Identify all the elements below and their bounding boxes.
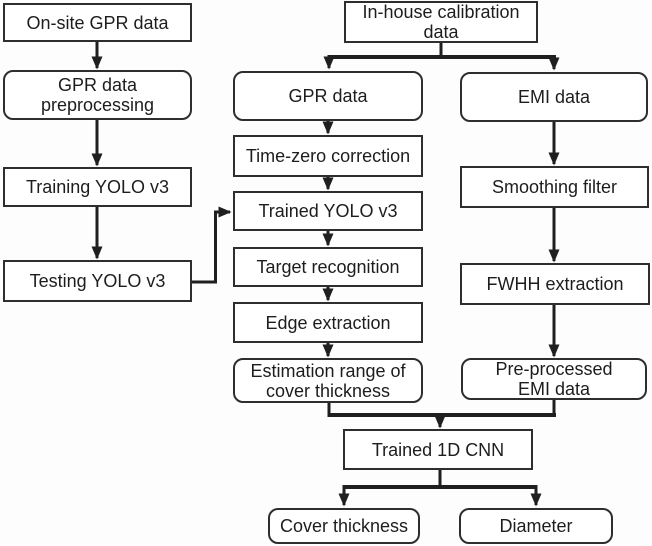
node-smoothing-filter: Smoothing filter [460, 166, 649, 208]
node-label: GPR data [57, 75, 138, 95]
node-label: GPR data [288, 86, 368, 106]
node-label: preprocessing [40, 95, 155, 115]
node-emi-data: EMI data [460, 72, 648, 122]
node-edge-extraction: Edge extraction [233, 302, 423, 343]
node-label: Cover thickness [279, 516, 409, 536]
node-gpr-data: GPR data [233, 71, 423, 121]
node-onsite-gpr-data: On-site GPR data [3, 3, 192, 42]
node-gpr-data-preprocessing: GPR data preprocessing [3, 70, 192, 120]
node-trained-1d-cnn: Trained 1D CNN [343, 429, 533, 470]
arrow-testing-to-trained-yolo [192, 206, 232, 284]
node-label: Estimation range of [250, 360, 406, 381]
node-preprocessed-emi-data: Pre-processed EMI data [461, 358, 647, 400]
node-fwhh-extraction: FWHH extraction [460, 263, 650, 305]
node-label: Trained 1D CNN [371, 439, 505, 460]
node-label: On-site GPR data [26, 12, 169, 33]
node-label: EMI data [517, 379, 591, 399]
node-time-zero-correction: Time-zero correction [233, 135, 423, 177]
node-inhouse-calibration-data: In-house calibration data [344, 1, 538, 43]
node-label: Training YOLO v3 [25, 177, 170, 197]
node-cover-thickness: Cover thickness [268, 508, 420, 544]
node-testing-yolo-v3: Testing YOLO v3 [3, 260, 192, 302]
node-label: Smoothing filter [491, 177, 618, 197]
node-label: Pre-processed [495, 359, 613, 379]
node-label: Diameter [499, 516, 573, 536]
node-target-recognition: Target recognition [233, 247, 423, 287]
node-label: Testing YOLO v3 [29, 271, 166, 291]
node-label: EMI data [517, 87, 591, 107]
node-training-yolo-v3: Training YOLO v3 [3, 167, 192, 207]
node-label: Time-zero correction [245, 146, 411, 166]
node-label: cover thickness [265, 380, 391, 401]
node-diameter: Diameter [459, 508, 613, 544]
node-label: In-house calibration [362, 2, 520, 22]
node-label: Edge extraction [265, 312, 391, 333]
node-label: data [423, 22, 459, 42]
node-label: Trained YOLO v3 [258, 201, 398, 221]
node-label: Target recognition [256, 257, 400, 277]
node-estimation-range-cover-thickness: Estimation range of cover thickness [233, 358, 423, 403]
node-label: FWHH extraction [486, 274, 624, 294]
node-trained-yolo-v3: Trained YOLO v3 [233, 191, 423, 231]
